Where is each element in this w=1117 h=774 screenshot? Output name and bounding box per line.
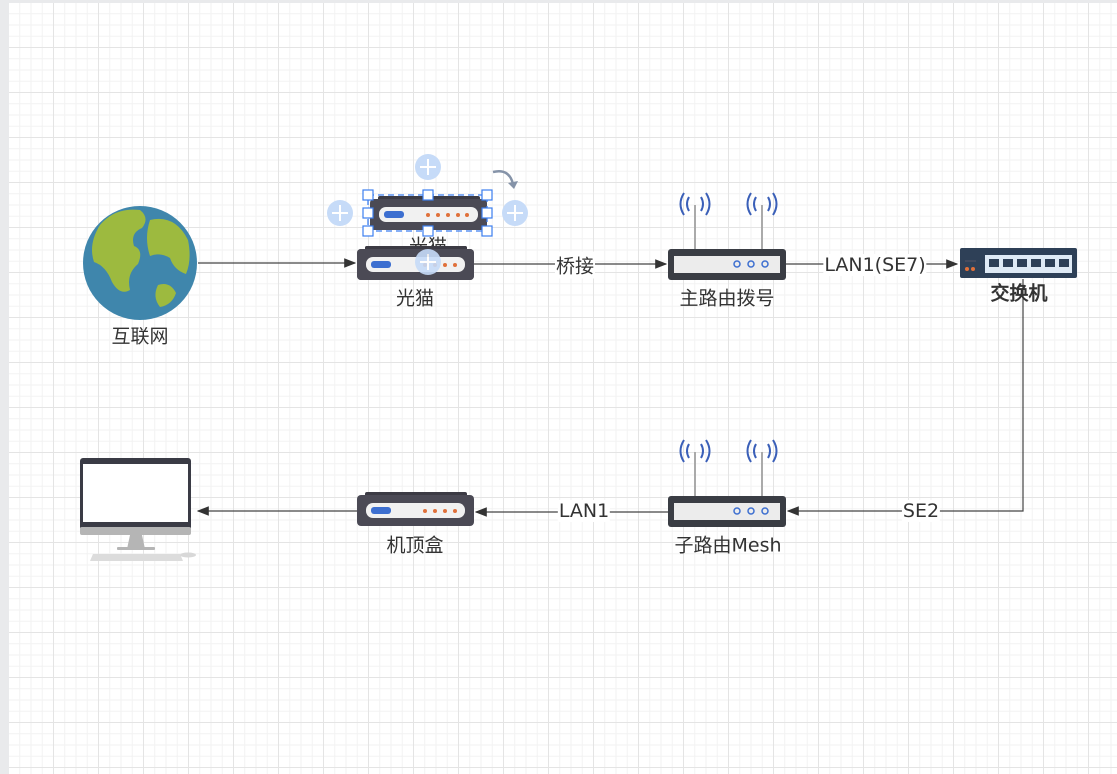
internet-label[interactable]: 互联网 xyxy=(111,325,169,348)
switch-label[interactable]: 交换机 xyxy=(990,282,1048,305)
edge-label-bridge[interactable]: 桥接 xyxy=(554,251,596,279)
resize-handle-e[interactable] xyxy=(481,207,493,219)
rotate-icon[interactable] xyxy=(492,170,515,185)
connect-plus-bottom-icon[interactable] xyxy=(415,249,441,275)
main-router-label[interactable]: 主路由拨号 xyxy=(679,287,775,310)
resize-handle-nw[interactable] xyxy=(362,189,374,201)
edge-switch-mesh[interactable] xyxy=(786,279,1024,516)
resize-handle-n[interactable] xyxy=(422,189,434,201)
resize-handle-s[interactable] xyxy=(422,225,434,237)
resize-handle-ne[interactable] xyxy=(481,189,493,201)
edge-label-lan1[interactable]: LAN1 xyxy=(557,500,611,522)
diagram-canvas[interactable] xyxy=(9,3,1117,774)
connect-plus-top-icon[interactable] xyxy=(415,154,441,180)
globe-icon[interactable] xyxy=(83,206,197,320)
modem-label[interactable]: 光猫 xyxy=(395,287,435,310)
stb-label[interactable]: 机顶盒 xyxy=(386,534,444,557)
edge-label-lan1-se7[interactable]: LAN1(SE7) xyxy=(823,254,927,276)
connect-plus-left-icon[interactable] xyxy=(327,200,353,226)
resize-handle-w[interactable] xyxy=(362,207,374,219)
mesh-router-label[interactable]: 子路由Mesh xyxy=(674,534,782,557)
resize-handle-sw[interactable] xyxy=(362,225,374,237)
connect-plus-right-icon[interactable] xyxy=(502,200,528,226)
modem-selected-icon[interactable] xyxy=(370,196,487,230)
edge-label-se2[interactable]: SE2 xyxy=(901,500,941,522)
resize-handle-se[interactable] xyxy=(481,225,493,237)
